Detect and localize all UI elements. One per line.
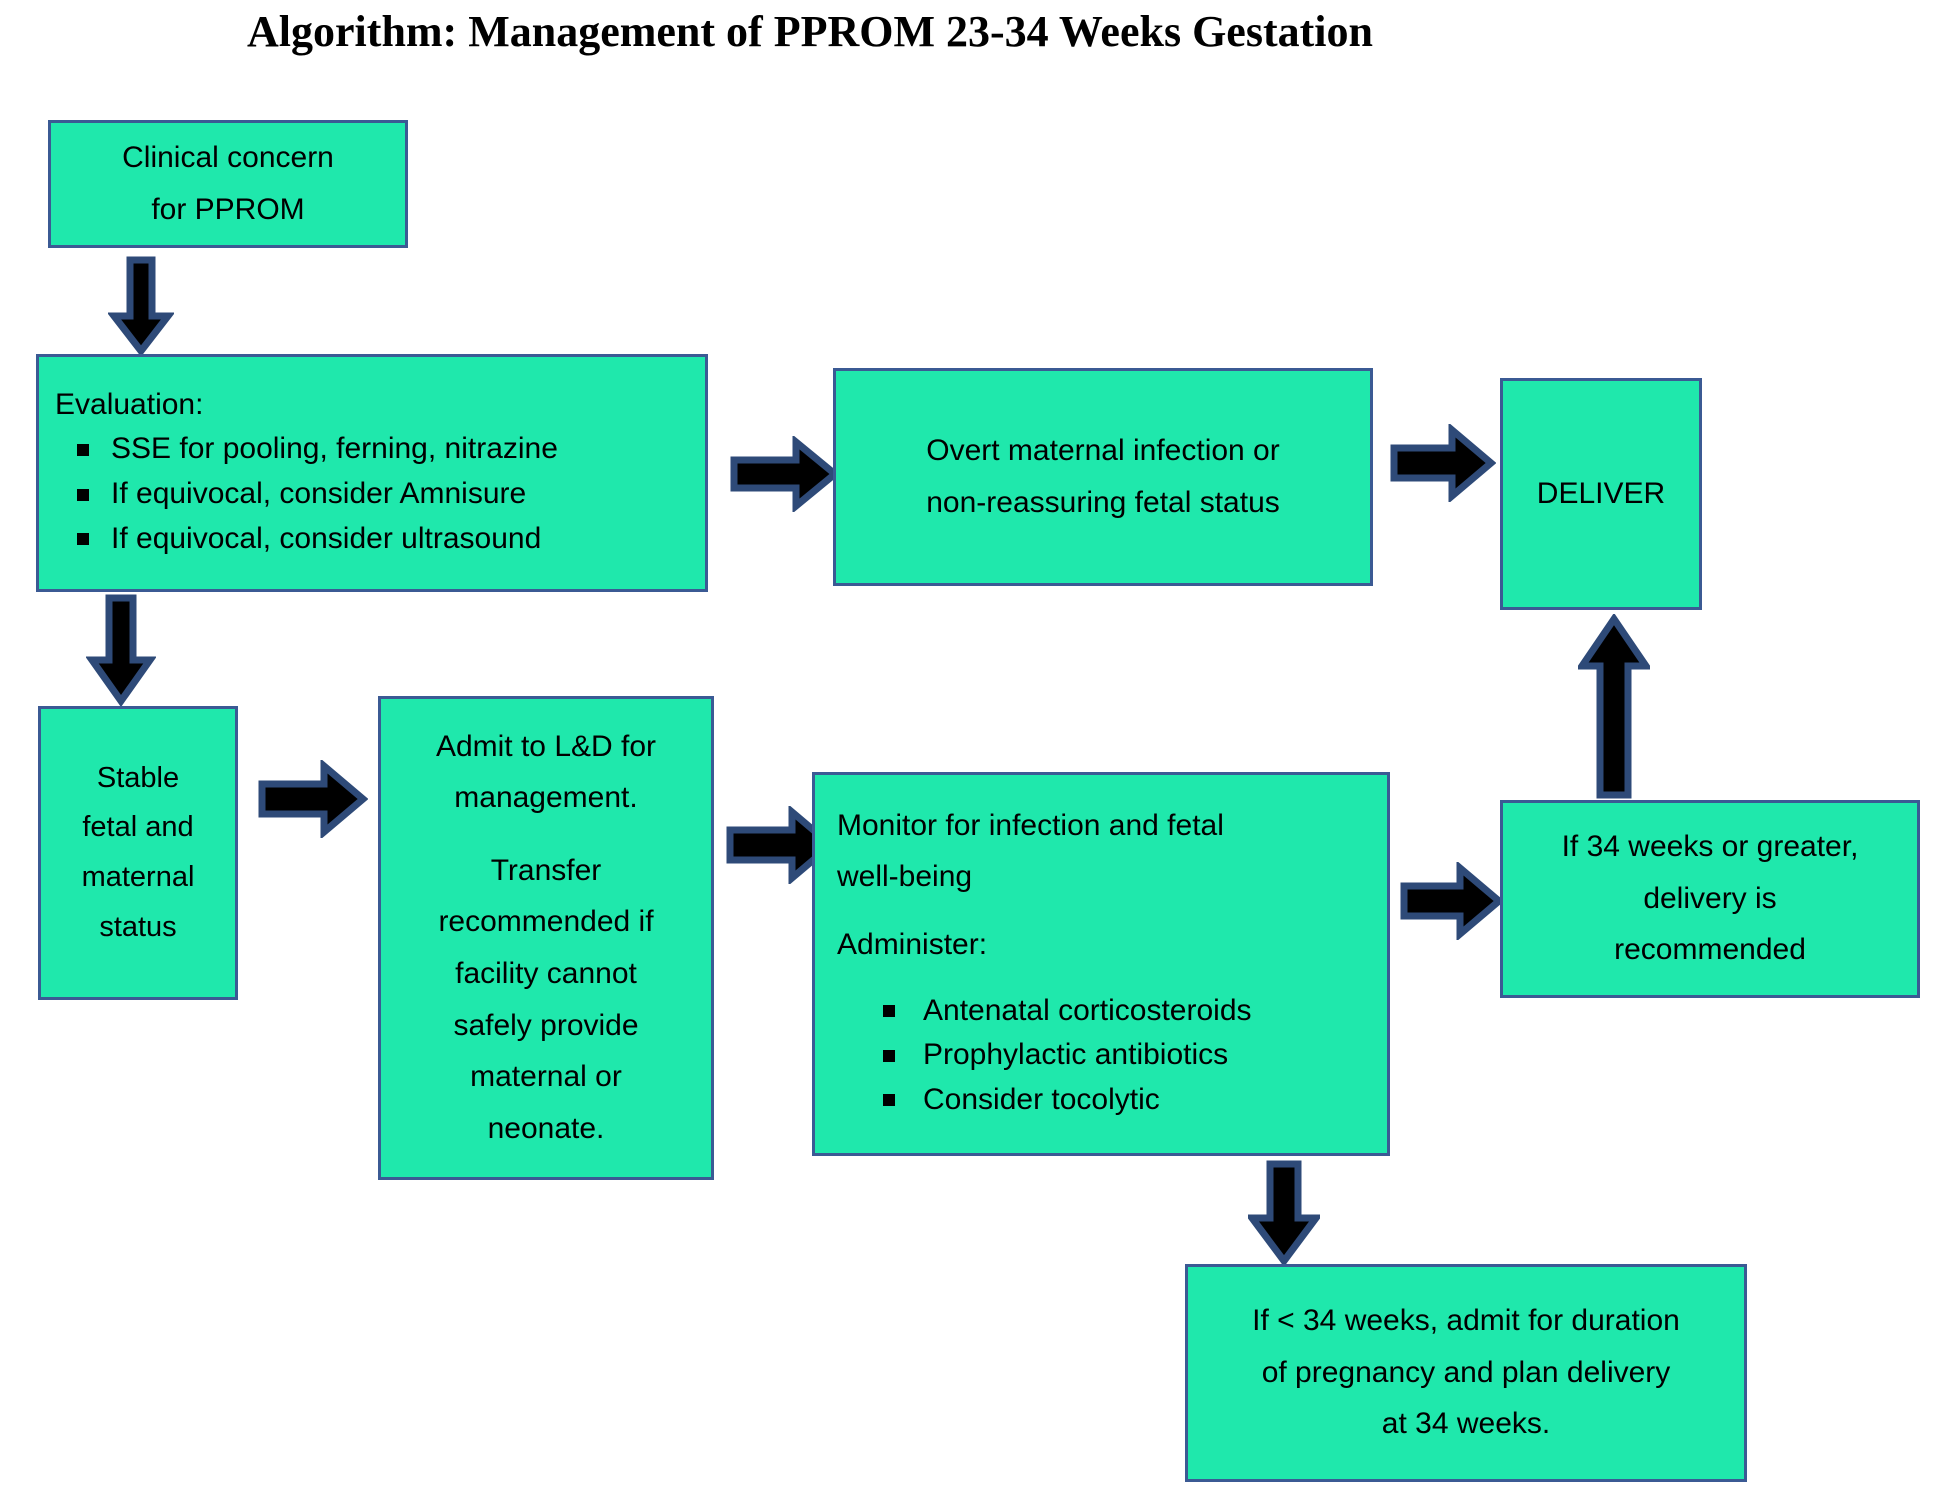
ge34-line-1: If 34 weeks or greater, [1561,830,1859,864]
lt34-line-1: If < 34 weeks, admit for duration [1252,1304,1680,1338]
admit-ld-line-2: management. [454,781,638,815]
stable-status-line-3: maternal [81,861,195,894]
admit-ld-line-8: neonate. [487,1111,605,1145]
admit-ld-line-7: maternal or [470,1060,622,1094]
stable-status-line-1: Stable [96,761,180,794]
node-ge34-weeks[interactable]: If 34 weeks or greater, delivery is reco… [1500,800,1920,998]
monitor-line-1: Monitor for infection and fetal [837,808,1224,842]
admit-ld-line-5: facility cannot [455,957,637,990]
monitor-bullet-list: Antenatal corticosteroids Prophylactic a… [837,990,1373,1122]
clinical-concern-line-1: Clinical concern [122,140,334,174]
deliver-label: DELIVER [1536,476,1666,510]
evaluation-bullet-2: If equivocal, consider Amnisure [55,473,691,516]
overt-infection-line-1: Overt maternal infection or [926,433,1280,467]
ge34-line-3: recommended [1614,933,1806,967]
monitor-bullet-3: Consider tocolytic [837,1079,1373,1122]
node-stable-status[interactable]: Stable fetal and maternal status [38,706,238,1000]
admit-ld-line-4: recommended if [438,905,654,939]
monitor-bullet-2: Prophylactic antibiotics [837,1034,1373,1077]
clinical-concern-line-2: for PPROM [151,192,305,226]
lt34-line-2: of pregnancy and plan delivery [1261,1355,1671,1389]
ge34-line-2: delivery is [1643,881,1777,915]
node-evaluation[interactable]: Evaluation: SSE for pooling, ferning, ni… [36,354,708,592]
arrow-admit-to-monitor [726,806,836,884]
page-title: Algorithm: Management of PPROM 23-34 Wee… [247,7,1373,56]
evaluation-bullet-list: SSE for pooling, ferning, nitrazine If e… [55,428,691,560]
node-lt34-weeks[interactable]: If < 34 weeks, admit for duration of pre… [1185,1264,1747,1482]
arrow-stable-to-admit [258,760,368,838]
monitor-bullet-1: Antenatal corticosteroids [837,990,1373,1033]
evaluation-heading: Evaluation: [55,387,204,421]
arrow-monitor-to-ge34 [1400,862,1504,940]
monitor-administer-heading: Administer: [837,928,988,962]
arrow-ge34-to-deliver [1578,614,1650,800]
admit-ld-line-1: Admit to L&D for [435,729,657,763]
arrow-evaluation-to-stable [86,594,156,706]
overt-infection-line-2: non-reassuring fetal status [926,485,1280,519]
node-monitor[interactable]: Monitor for infection and fetal well-bei… [812,772,1390,1156]
arrow-overt-to-deliver [1390,424,1496,502]
arrow-clinical-to-evaluation [108,256,174,356]
evaluation-bullet-1: SSE for pooling, ferning, nitrazine [55,428,691,471]
node-deliver[interactable]: DELIVER [1500,378,1702,610]
node-overt-infection[interactable]: Overt maternal infection or non-reassuri… [833,368,1373,586]
stable-status-line-2: fetal and [82,811,194,844]
stable-status-line-4: status [99,911,177,944]
node-clinical-concern[interactable]: Clinical concern for PPROM [48,120,408,248]
node-admit-ld[interactable]: Admit to L&D for management. Transfer re… [378,696,714,1180]
admit-ld-line-3: Transfer [490,853,602,887]
monitor-line-2: well-being [837,860,973,894]
lt34-line-3: at 34 weeks. [1381,1407,1551,1441]
arrow-monitor-to-lt34 [1248,1160,1320,1266]
arrow-evaluation-to-overt [730,436,840,512]
admit-ld-line-6: safely provide [453,1008,639,1042]
evaluation-bullet-3: If equivocal, consider ultrasound [55,518,691,561]
